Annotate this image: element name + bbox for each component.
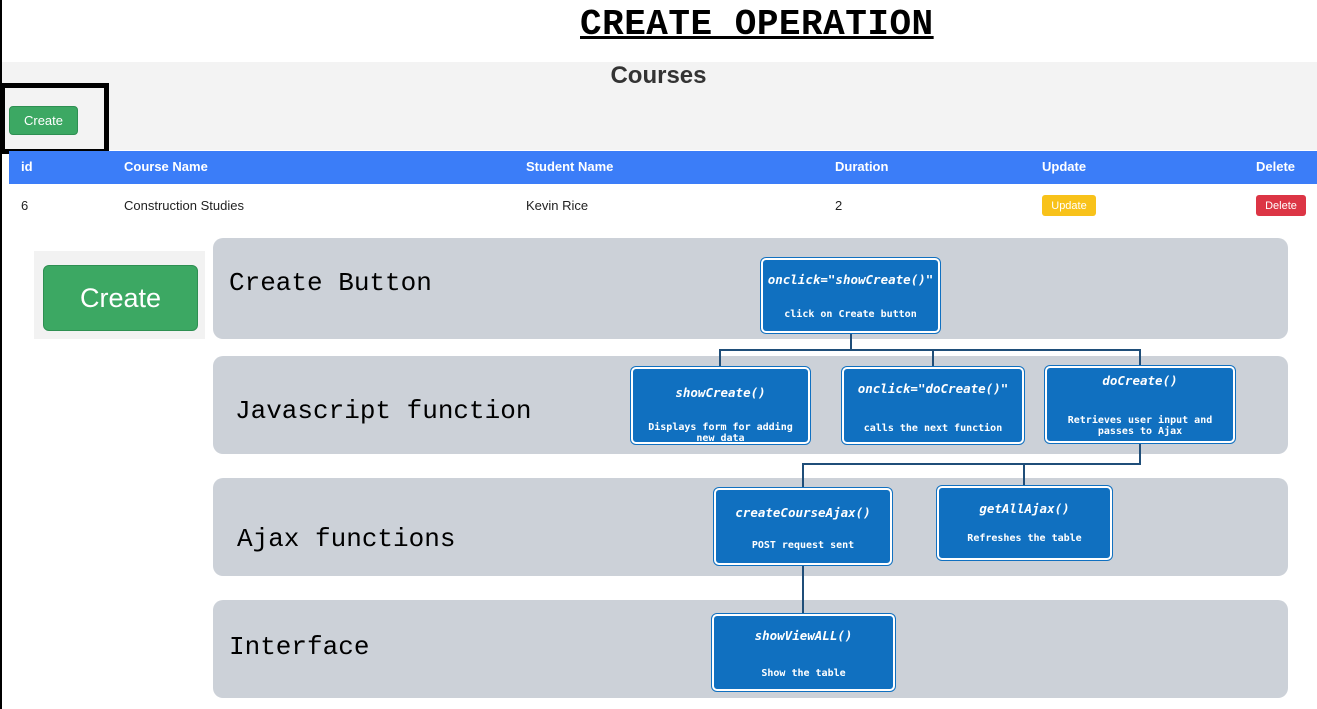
delete-button[interactable]: Delete (1256, 195, 1306, 216)
cell-duration: 2 (835, 198, 843, 213)
node-docreate: doCreate() Retrieves user input and pass… (1045, 366, 1235, 443)
node-fn: getAllAjax() (979, 501, 1070, 516)
node-fn: onclick="doCreate()" (857, 381, 1009, 396)
band-label-javascript-function: Javascript function (235, 396, 532, 426)
connector-onclick-to-js (719, 333, 852, 367)
node-showcreate-onclick: onclick="showCreate()" click on Create b… (761, 258, 940, 333)
table-row (9, 184, 1317, 222)
node-desc: click on Create button (784, 309, 917, 320)
header-student-name: Student Name (526, 159, 614, 174)
header-course-name: Course Name (124, 159, 208, 174)
cell-course-name: Construction Studies (124, 198, 244, 213)
node-desc: Refreshes the table (967, 533, 1082, 544)
create-button[interactable]: Create (9, 106, 78, 135)
node-desc: calls the next function (863, 423, 1003, 434)
header-id: id (21, 159, 33, 174)
node-fn: onclick="showCreate()" (767, 272, 934, 287)
node-fn: showViewALL() (754, 628, 853, 643)
band-create-button (213, 238, 1288, 339)
cell-id: 6 (21, 198, 29, 213)
left-border (0, 0, 2, 709)
header-duration: Duration (835, 159, 889, 174)
page-title: CREATE OPERATION (580, 4, 934, 45)
band-label-ajax-functions: Ajax functions (237, 524, 456, 554)
zoomed-create-button: Create (43, 265, 198, 331)
header-delete: Delete (1256, 159, 1296, 174)
node-desc: Displays form for adding new data (648, 422, 793, 444)
header-update: Update (1042, 159, 1087, 174)
node-showcreate: showCreate() Displays form for adding ne… (631, 367, 810, 444)
node-desc: POST request sent (751, 540, 855, 551)
connector-docreate-to-create-ajax (802, 443, 1141, 488)
node-docreate-onclick: onclick="doCreate()" calls the next func… (842, 367, 1024, 444)
node-desc: Show the table (761, 668, 846, 679)
table-header (9, 151, 1317, 184)
band-label-interface: Interface (229, 632, 370, 662)
node-fn: createCourseAjax() (735, 505, 871, 520)
node-createcourseajax: createCourseAjax() POST request sent (714, 488, 892, 565)
connector-onclick-to-docreate-onclick (851, 349, 934, 367)
node-fn: showCreate() (675, 385, 766, 400)
band-label-create-button: Create Button (229, 268, 432, 298)
cell-student-name: Kevin Rice (526, 198, 589, 213)
update-button[interactable]: Update (1042, 195, 1096, 216)
node-desc: Retrieves user input and passes to Ajax (1067, 415, 1213, 437)
connector-onclick-to-docreate (933, 349, 1141, 366)
courses-heading: Courses (610, 62, 707, 89)
app-panel (2, 62, 1317, 150)
node-fn: doCreate() (1102, 373, 1178, 388)
node-getallajax: getAllAjax() Refreshes the table (937, 486, 1112, 560)
node-showviewall: showViewALL() Show the table (712, 614, 895, 691)
